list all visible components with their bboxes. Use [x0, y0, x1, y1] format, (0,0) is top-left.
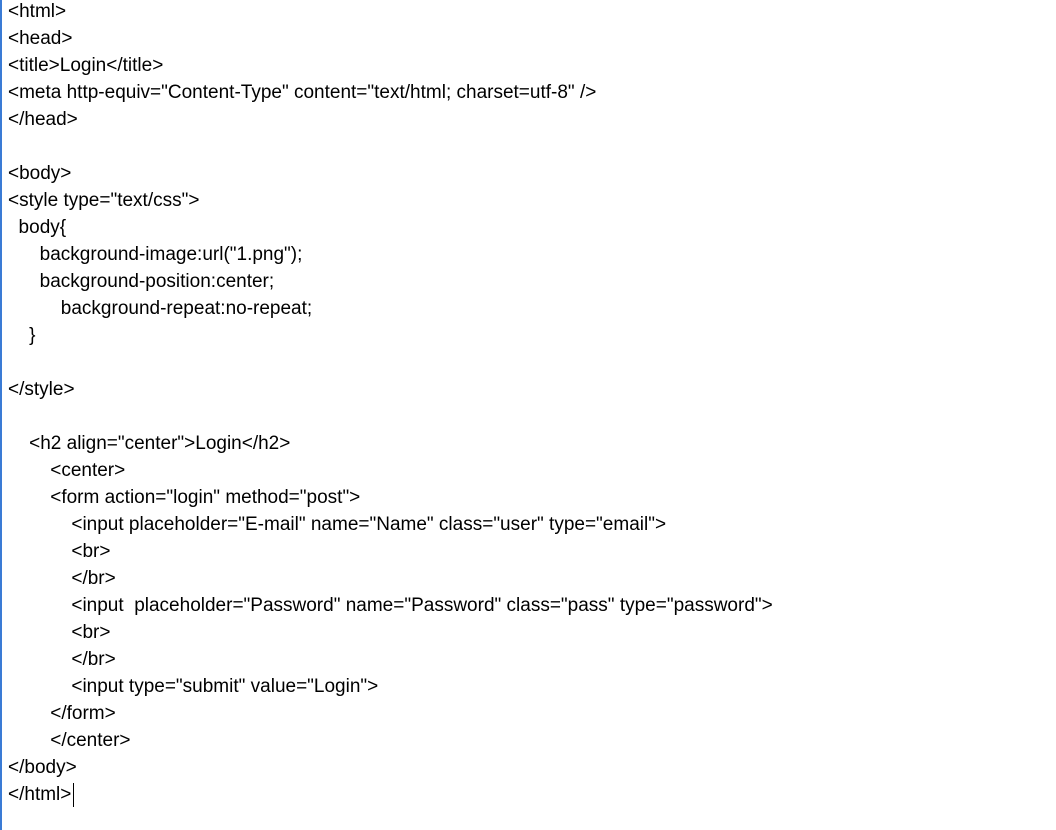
code-line-text: </html> [8, 784, 72, 805]
code-line: <center> [8, 460, 126, 481]
code-line-last: </html> [8, 781, 75, 808]
code-line: </center> [8, 730, 131, 751]
code-line: <input placeholder="E-mail" name="Name" … [8, 514, 667, 535]
code-line: </head> [8, 109, 78, 130]
code-line: } [8, 325, 36, 346]
code-line: background-repeat:no-repeat; [8, 298, 313, 319]
code-line: </br> [8, 649, 116, 670]
text-caret [73, 782, 75, 807]
code-line: <body> [8, 163, 72, 184]
code-line: </form> [8, 703, 116, 724]
editor-left-border [0, 0, 2, 830]
code-line: <meta http-equiv="Content-Type" content=… [8, 82, 597, 103]
code-line: <br> [8, 541, 111, 562]
code-line: body{ [8, 217, 67, 238]
code-line: <br> [8, 622, 111, 643]
code-line: </br> [8, 568, 116, 589]
code-line: background-image:url("1.png"); [8, 244, 303, 265]
code-line: <input placeholder="Password" name="Pass… [8, 595, 773, 616]
code-line: <form action="login" method="post"> [8, 487, 361, 508]
code-line: <html> [8, 1, 67, 22]
code-line: <head> [8, 28, 73, 49]
code-line: <input type="submit" value="Login"> [8, 676, 379, 697]
code-line: </style> [8, 379, 75, 400]
code-line: <style type="text/css"> [8, 190, 200, 211]
code-line: </body> [8, 757, 77, 778]
code-line: background-position:center; [8, 271, 275, 292]
code-line: <h2 align="center">Login</h2> [8, 433, 291, 454]
code-line: <title>Login</title> [8, 55, 164, 76]
